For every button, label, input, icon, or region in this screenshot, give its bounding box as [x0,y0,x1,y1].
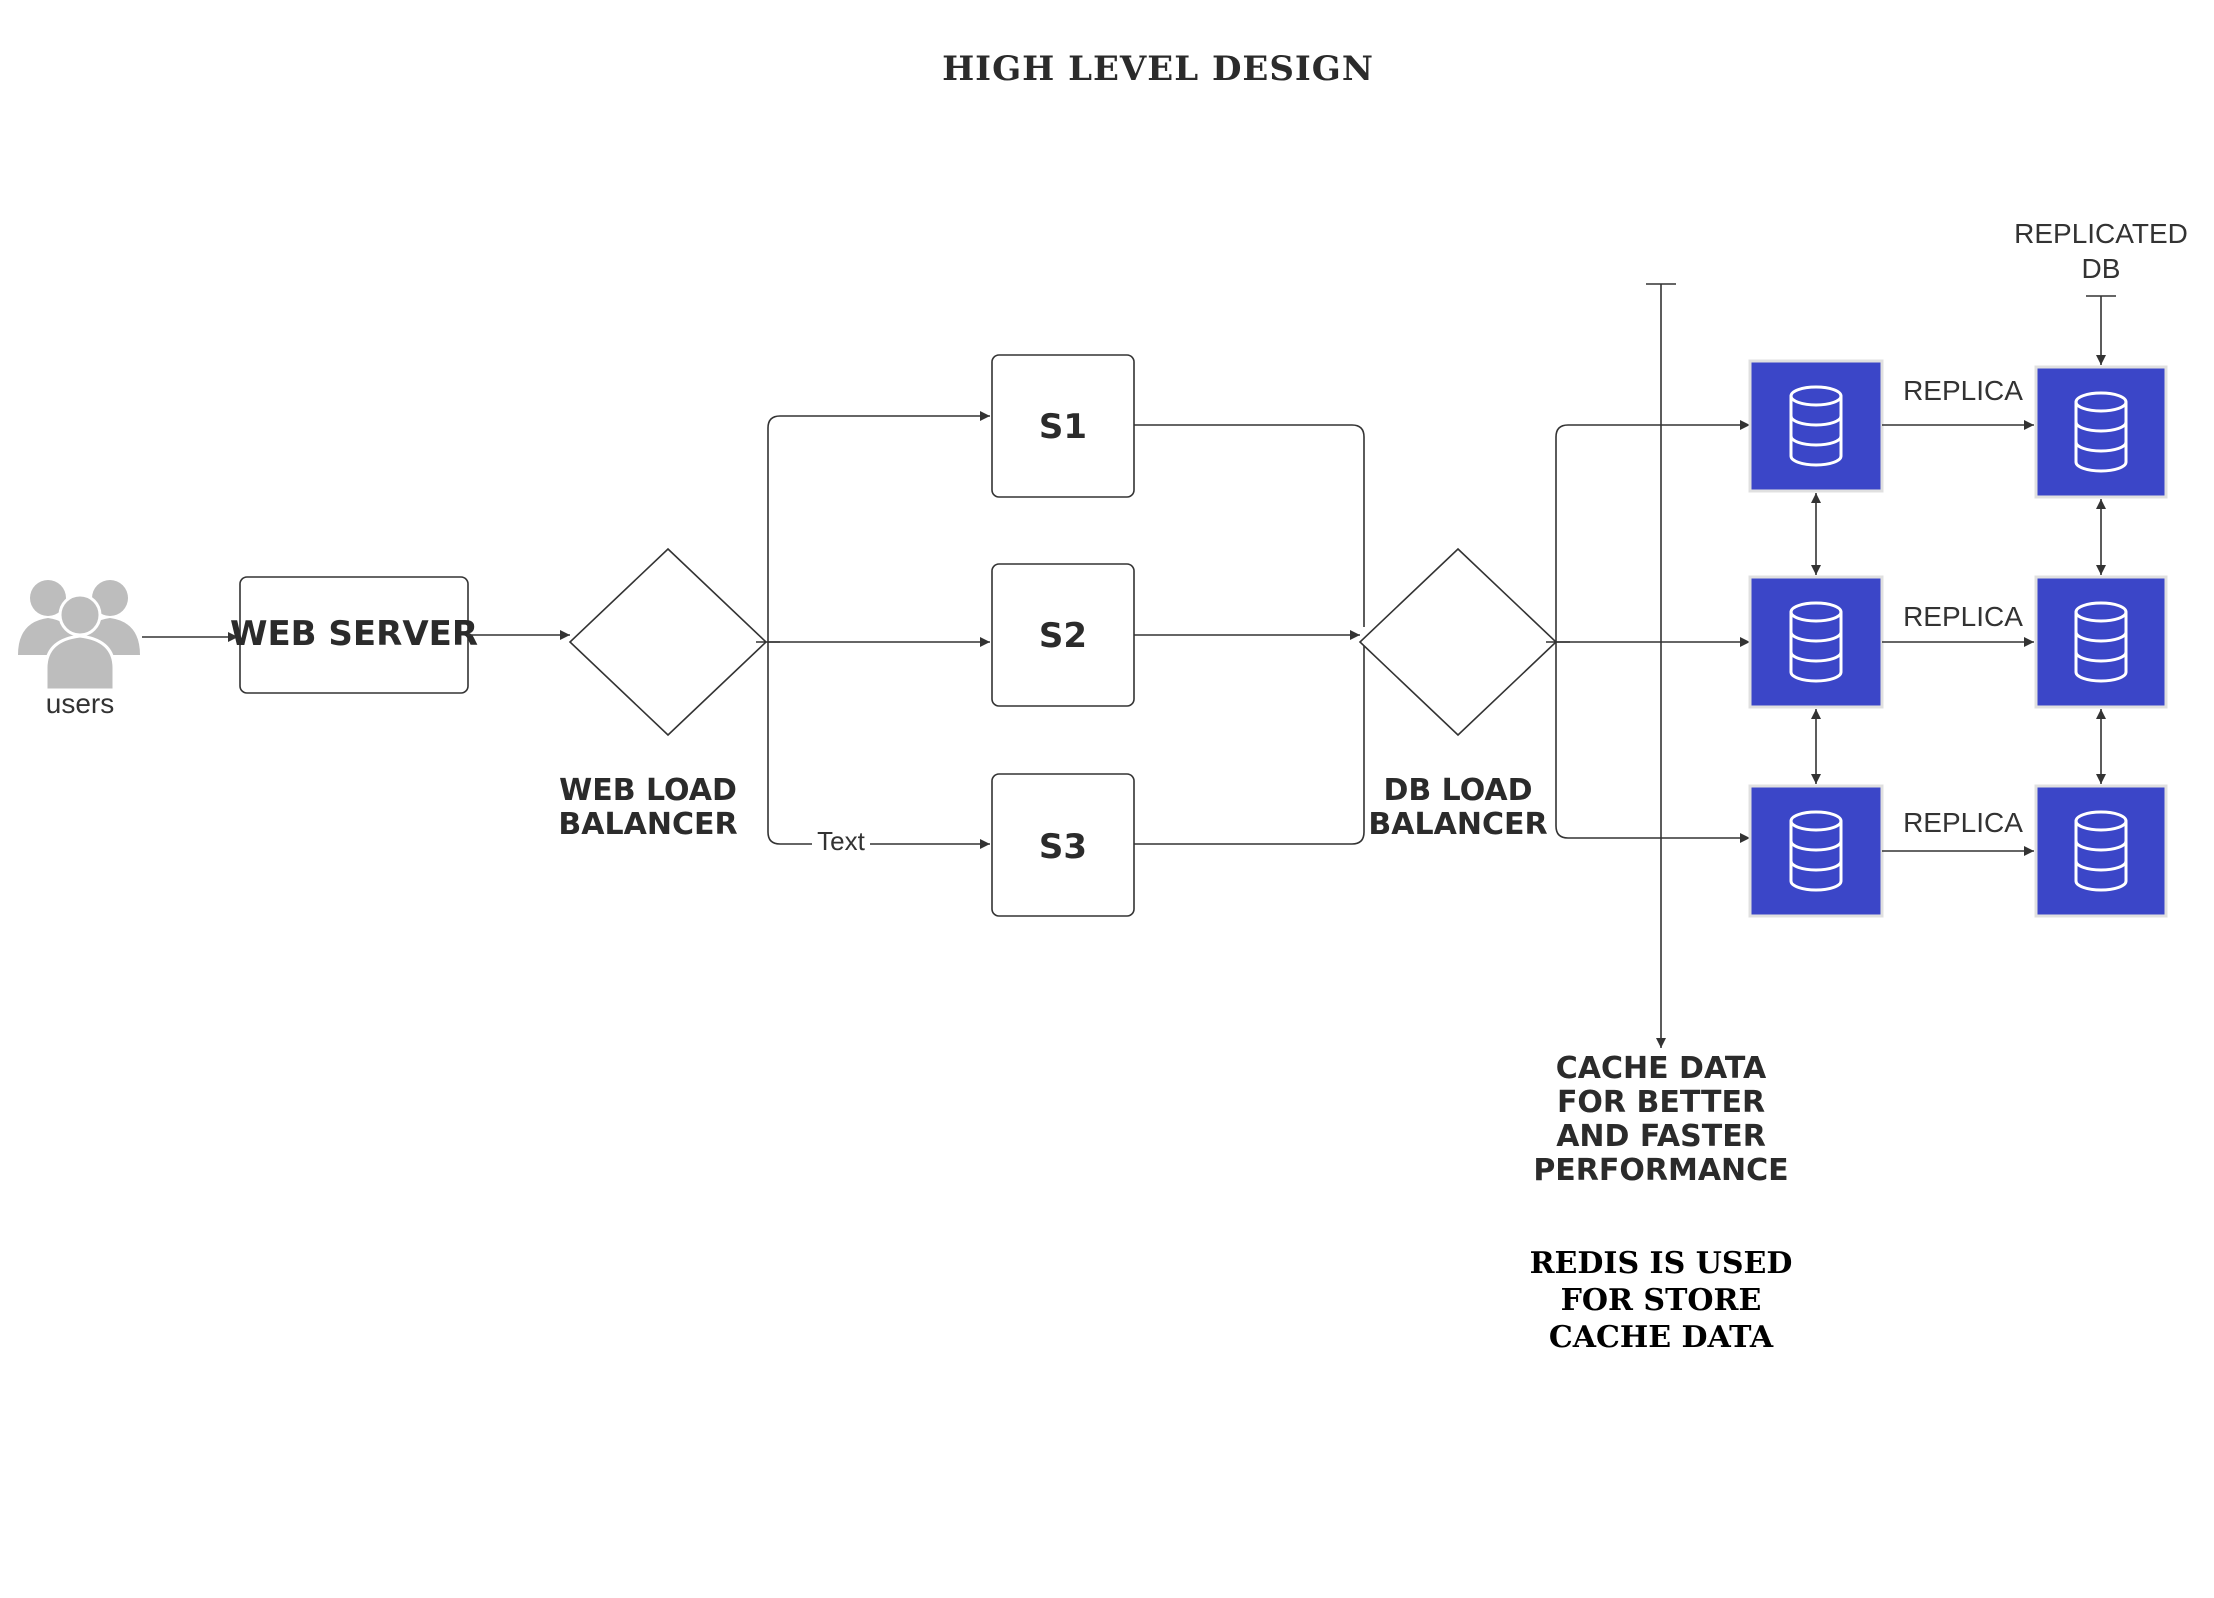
page-title: HIGH LEVEL DESIGN [942,49,1374,89]
cache-label-line-2: FOR BETTER [1557,1085,1765,1120]
primary-db-2[interactable] [1748,575,1884,709]
redis-label-line-3: CACHE DATA [1549,1320,1774,1355]
cache-label-line-4: PERFORMANCE [1533,1153,1788,1188]
replicated-db-label-line-1: REPLICATED [2014,218,2188,249]
server-s1-box[interactable] [991,354,1135,498]
connector-s3-dblb [1134,644,1365,845]
connector-dblb-db3 [1555,642,1750,843]
replicated-db-label-line-2: DB [2082,253,2121,284]
db-lb-label-line-2: BALANCER [1368,807,1547,842]
replica-db-3[interactable] [2034,784,2168,918]
server-s1-label: S1 [1039,407,1087,447]
users-label: users [46,688,114,719]
server-s3-label: S3 [1039,827,1087,867]
db-load-balancer-diamond[interactable] [1358,547,1558,737]
edge-text-label: Text [817,826,865,856]
web-load-balancer-diamond[interactable] [568,547,768,737]
web-lb-label-line-2: BALANCER [558,807,737,842]
replica-db-2-box [2034,575,2168,709]
redis-label-line-1: REDIS IS USED [1530,1246,1793,1281]
redis-label-line-2: FOR STORE [1561,1283,1762,1318]
replica-db-2[interactable] [2034,575,2168,709]
connector-dblb-db1 [1555,420,1750,642]
replica-db-1[interactable] [2034,365,2168,499]
users-group-icon [18,580,140,692]
web-lb-label-line-1: WEB LOAD [559,773,737,808]
db-lb-label-line-1: DB LOAD [1383,773,1532,808]
connector-weblb-s3-a [767,642,812,845]
cache-label-line-1: CACHE DATA [1556,1051,1767,1086]
server-s3-box[interactable] [991,773,1135,917]
replica-label-3: REPLICA [1903,807,2023,838]
web-server-label: WEB SERVER [230,614,478,654]
replica-label-2: REPLICA [1903,601,2023,632]
connector-s1-dblb [1134,424,1365,627]
cache-label-line-3: AND FASTER [1556,1119,1766,1154]
primary-db-1[interactable] [1748,359,1884,493]
replica-label-1: REPLICA [1903,375,2023,406]
primary-db-3[interactable] [1748,784,1884,918]
connector-weblb-s1 [767,411,990,642]
server-s2-label: S2 [1039,616,1087,656]
